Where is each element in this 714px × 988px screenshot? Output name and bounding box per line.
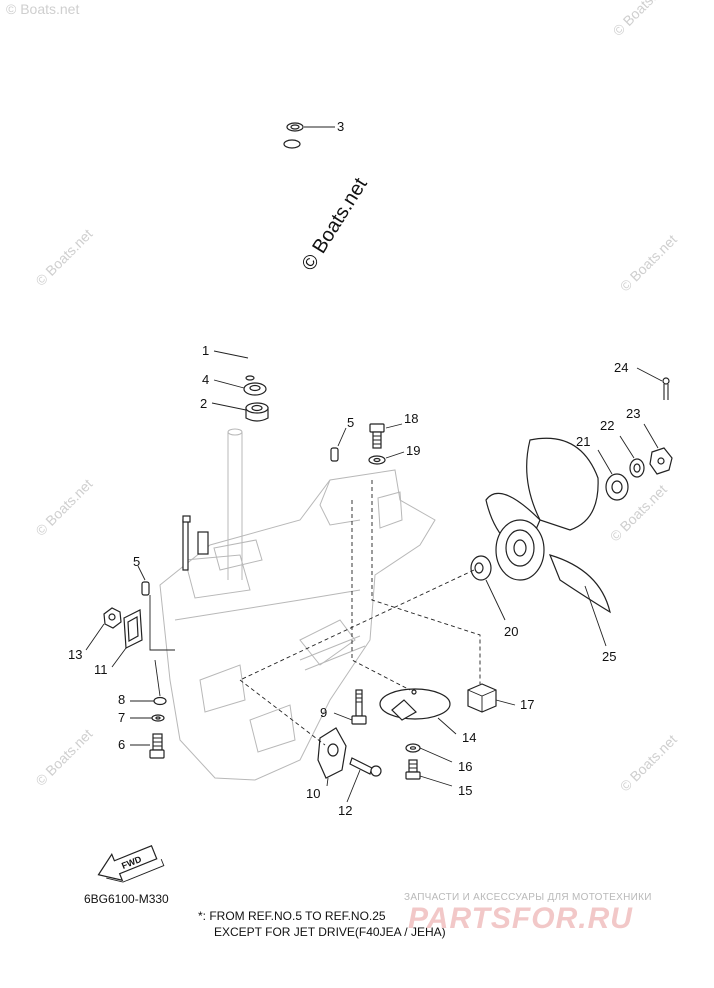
part-17-anode	[467, 683, 497, 713]
callout-5-lower: 5	[133, 554, 140, 569]
footnote-line-2: EXCEPT FOR JET DRIVE(F40JEA / JEHA)	[214, 925, 446, 939]
part-24-cotter-pin	[662, 377, 670, 400]
callout-16: 16	[458, 759, 472, 774]
watermark-center: © Boats.net	[298, 174, 372, 275]
part-15-bolt	[405, 759, 421, 780]
callout-17: 17	[520, 697, 534, 712]
callout-12: 12	[338, 803, 352, 818]
callout-1: 1	[202, 343, 209, 358]
part-2-seal-holder	[245, 402, 269, 422]
watermark-right-1: © Boats.net	[617, 231, 680, 294]
part-16-washer	[405, 743, 421, 753]
part-1-water-tube	[245, 139, 301, 381]
part-8-washer	[153, 696, 167, 706]
callout-3: 3	[337, 119, 344, 134]
callout-6: 6	[118, 737, 125, 752]
part-22-washer	[629, 458, 645, 478]
part-5-dowel-pin-upper	[330, 447, 339, 462]
part-9-bolt	[351, 689, 367, 725]
watermark-left-2: © Boats.net	[32, 476, 95, 539]
callout-19: 19	[406, 443, 420, 458]
watermark-left-1: © Boats.net	[32, 226, 95, 289]
housing-studs	[182, 515, 209, 571]
part-25-propeller	[485, 437, 611, 614]
part-20-thrust-washer	[470, 555, 492, 581]
part-21-spacer	[605, 473, 629, 501]
callout-15: 15	[458, 783, 472, 798]
callout-7: 7	[118, 710, 125, 725]
watermark-top-left: © Boats.net	[6, 1, 79, 17]
drive-shaft	[213, 428, 263, 580]
part-18-bolt	[369, 423, 385, 449]
part-14-trim-tab	[379, 688, 451, 721]
part-7-washer	[151, 714, 165, 722]
propeller-shaft	[299, 635, 366, 671]
part-13-nut	[103, 607, 122, 629]
part-5-dowel-pin-lower	[141, 581, 150, 596]
watermark-right-3: © Boats.net	[617, 731, 680, 794]
callout-8: 8	[118, 692, 125, 707]
callout-9: 9	[320, 705, 327, 720]
callout-4: 4	[202, 372, 209, 387]
part-12-screw	[349, 757, 382, 777]
part-23-castle-nut	[649, 447, 673, 475]
shop-tagline: ЗАПЧАСТИ И АКСЕССУАРЫ ДЛЯ МОТОТЕХНИКИ	[404, 892, 652, 903]
callout-22: 22	[600, 418, 614, 433]
callout-21: 21	[576, 434, 590, 449]
callout-24: 24	[614, 360, 628, 375]
part-11-grommet	[123, 609, 143, 649]
callout-13: 13	[68, 647, 82, 662]
figure-code: 6BG6100-M330	[84, 892, 169, 906]
part-19-washer	[368, 455, 386, 465]
callout-2: 2	[200, 396, 207, 411]
part-6-bolt	[149, 733, 165, 759]
part-4-seal	[243, 382, 267, 396]
part-3-grommet	[286, 122, 304, 132]
gear-case-housing	[159, 469, 436, 781]
callout-25: 25	[602, 649, 616, 664]
part-10-grommet	[317, 727, 347, 779]
callout-18: 18	[404, 411, 418, 426]
footnote-line-1: *: FROM REF.NO.5 TO REF.NO.25	[198, 909, 386, 923]
leader-lines	[85, 126, 663, 803]
callout-labels: 3 1 4 2 5 18 19 5 13 11 8 7 6 9 10 12 14…	[68, 119, 640, 818]
callout-14: 14	[462, 730, 476, 745]
watermark-left-3: © Boats.net	[32, 726, 95, 789]
watermark-top-right: © Boats.net	[610, 0, 673, 39]
callout-20: 20	[504, 624, 518, 639]
callout-23: 23	[626, 406, 640, 421]
fwd-arrow: FWD	[97, 844, 165, 883]
callout-11: 11	[94, 662, 108, 677]
shop-logo: PARTSFOR.RU	[408, 902, 633, 935]
callout-5-upper: 5	[347, 415, 354, 430]
callout-10: 10	[306, 786, 320, 801]
